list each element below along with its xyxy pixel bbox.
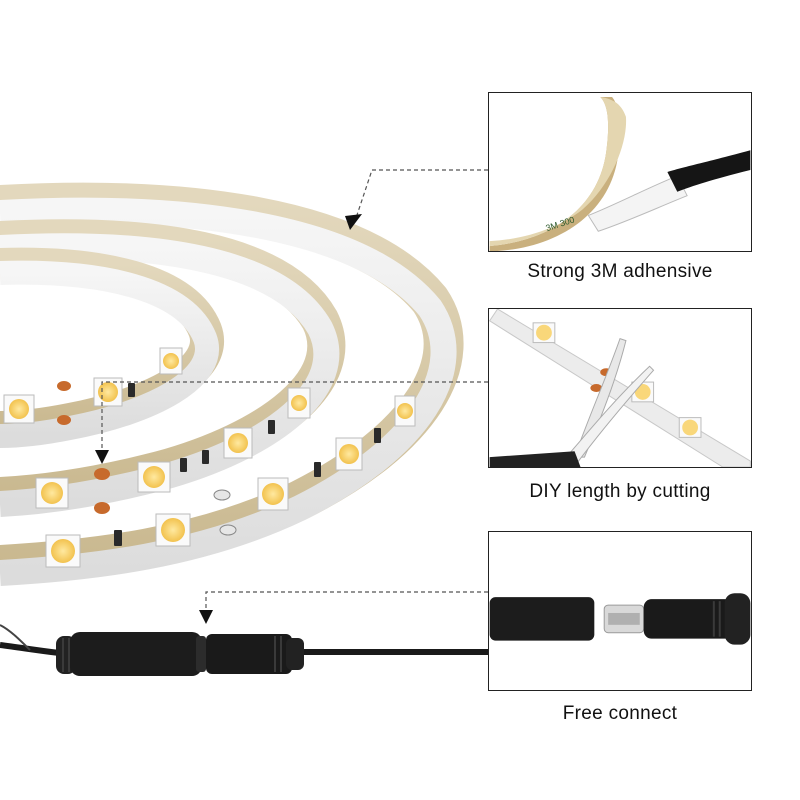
caption-adhesive: Strong 3M adhensive bbox=[527, 261, 713, 282]
adhesive-tape-icon: 3M 300 bbox=[489, 93, 751, 251]
solder-joint bbox=[213, 489, 237, 536]
led-chip bbox=[394, 395, 416, 427]
caption-connect: Free connect bbox=[562, 703, 678, 724]
led-chip bbox=[257, 477, 289, 511]
led-chip bbox=[223, 427, 253, 459]
leader-lines bbox=[101, 169, 488, 612]
led-chip bbox=[45, 534, 81, 568]
feature-box-connect bbox=[488, 531, 752, 691]
strip-middle-loop bbox=[0, 219, 346, 517]
led-chip bbox=[335, 437, 363, 471]
dc-connector-icon bbox=[489, 532, 751, 690]
led-chip bbox=[287, 387, 311, 419]
feature-box-adhesive: 3M 300 bbox=[488, 92, 752, 252]
dc-cable bbox=[0, 624, 488, 676]
led-chips bbox=[3, 347, 416, 568]
strip-inner-loop bbox=[0, 247, 224, 448]
led-chip bbox=[155, 513, 191, 547]
caption-cutting: DIY length by cutting bbox=[529, 481, 711, 502]
leader-arrowheads bbox=[95, 214, 362, 624]
scissors-icon bbox=[489, 309, 751, 467]
led-chip bbox=[3, 394, 35, 424]
copper-cut-pads bbox=[57, 381, 110, 514]
led-chip bbox=[35, 477, 69, 509]
led-chip bbox=[137, 461, 171, 493]
resistors bbox=[114, 383, 381, 546]
feature-box-cutting bbox=[488, 308, 752, 468]
led-chip bbox=[159, 347, 183, 375]
led-chip bbox=[93, 377, 123, 407]
